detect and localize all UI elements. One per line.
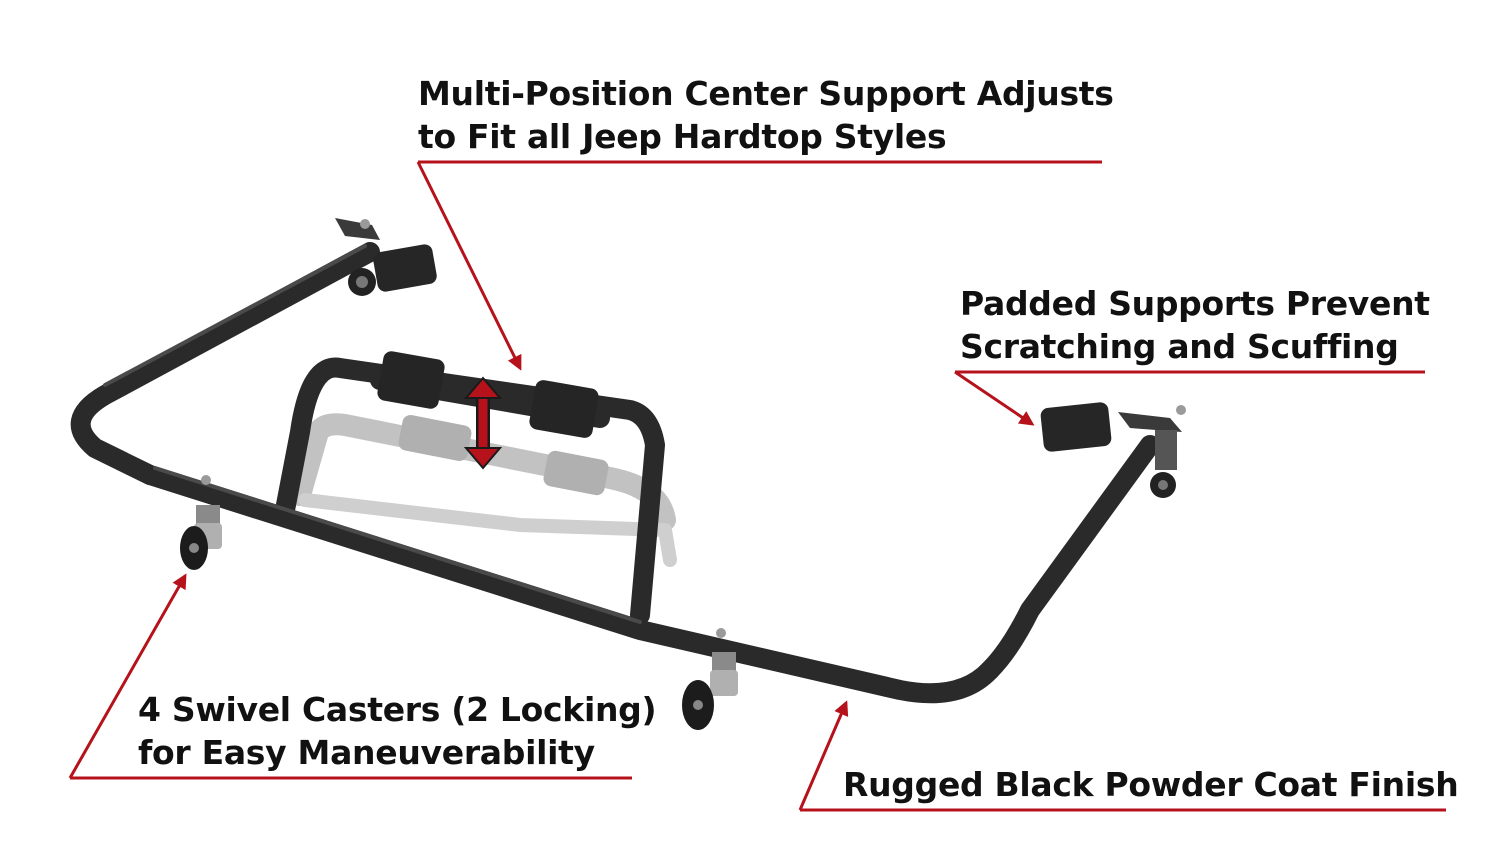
adjust-arrow-icon bbox=[463, 376, 503, 470]
leader-center-support bbox=[416, 160, 1102, 371]
caster-front-left bbox=[180, 505, 222, 570]
callout-casters-line1: 4 Swivel Casters (2 Locking) bbox=[138, 690, 657, 729]
caster-front-right bbox=[682, 652, 738, 730]
center-pads bbox=[377, 351, 599, 438]
callout-casters-line2: for Easy Maneuverability bbox=[138, 733, 595, 772]
callout-center-support: Multi-Position Center Support Adjusts to… bbox=[418, 72, 1114, 158]
leader-finish bbox=[798, 700, 1446, 812]
leader-casters bbox=[68, 573, 632, 780]
callout-finish: Rugged Black Powder Coat Finish bbox=[843, 763, 1459, 806]
callout-center-support-line1: Multi-Position Center Support Adjusts bbox=[418, 74, 1114, 113]
callout-center-support-line2: to Fit all Jeep Hardtop Styles bbox=[418, 117, 947, 156]
callout-finish-line1: Rugged Black Powder Coat Finish bbox=[843, 765, 1459, 804]
right-support bbox=[1040, 402, 1182, 498]
frame-bolts bbox=[201, 219, 1186, 638]
leader-padded-supports bbox=[954, 370, 1425, 426]
callout-padded-supports: Padded Supports Prevent Scratching and S… bbox=[960, 282, 1430, 368]
callout-padded-supports-line1: Padded Supports Prevent bbox=[960, 284, 1430, 323]
frame-highlights bbox=[103, 244, 642, 624]
callout-padded-supports-line2: Scratching and Scuffing bbox=[960, 327, 1399, 366]
callout-casters: 4 Swivel Casters (2 Locking) for Easy Ma… bbox=[138, 688, 657, 774]
rear-left-support bbox=[335, 218, 437, 296]
